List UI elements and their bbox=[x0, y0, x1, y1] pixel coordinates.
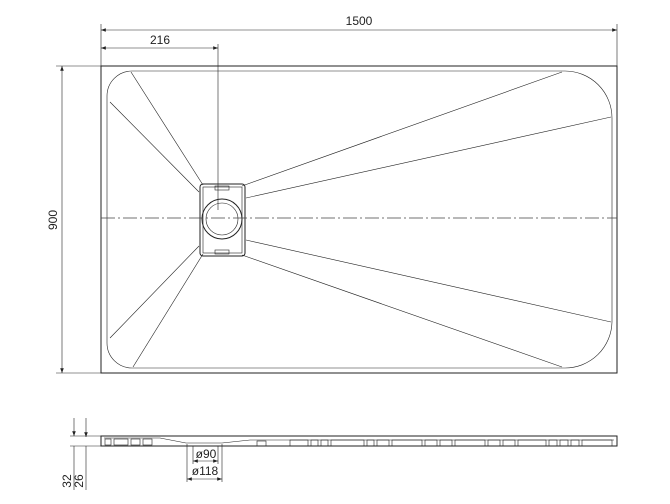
dimension-inner-diameter-label: ø90 bbox=[196, 447, 217, 461]
dimension-length-label: 1500 bbox=[346, 14, 373, 28]
tray-inner-edge bbox=[106, 70, 613, 369]
dimension-length: 1500 bbox=[100, 14, 618, 66]
dimension-inner-diameter: ø90 bbox=[193, 447, 218, 463]
tray-outline bbox=[100, 65, 618, 374]
dimension-body-height-label: 26 bbox=[72, 474, 86, 488]
dimension-heights: 32 26 bbox=[60, 418, 101, 490]
dimension-drain-offset-label: 216 bbox=[150, 33, 170, 47]
drain bbox=[199, 183, 246, 257]
dimension-outer-diameter-label: ø118 bbox=[192, 464, 219, 478]
slope-lines bbox=[109, 71, 612, 368]
plan-view bbox=[100, 44, 618, 374]
dimension-total-height-label: 32 bbox=[60, 474, 74, 488]
dimension-drain-offset: 216 bbox=[101, 33, 218, 50]
section-view bbox=[100, 435, 618, 482]
dimension-width-label: 900 bbox=[46, 210, 60, 230]
dimension-outer-diameter: ø118 bbox=[187, 464, 222, 481]
dimension-width: 900 bbox=[46, 65, 101, 374]
